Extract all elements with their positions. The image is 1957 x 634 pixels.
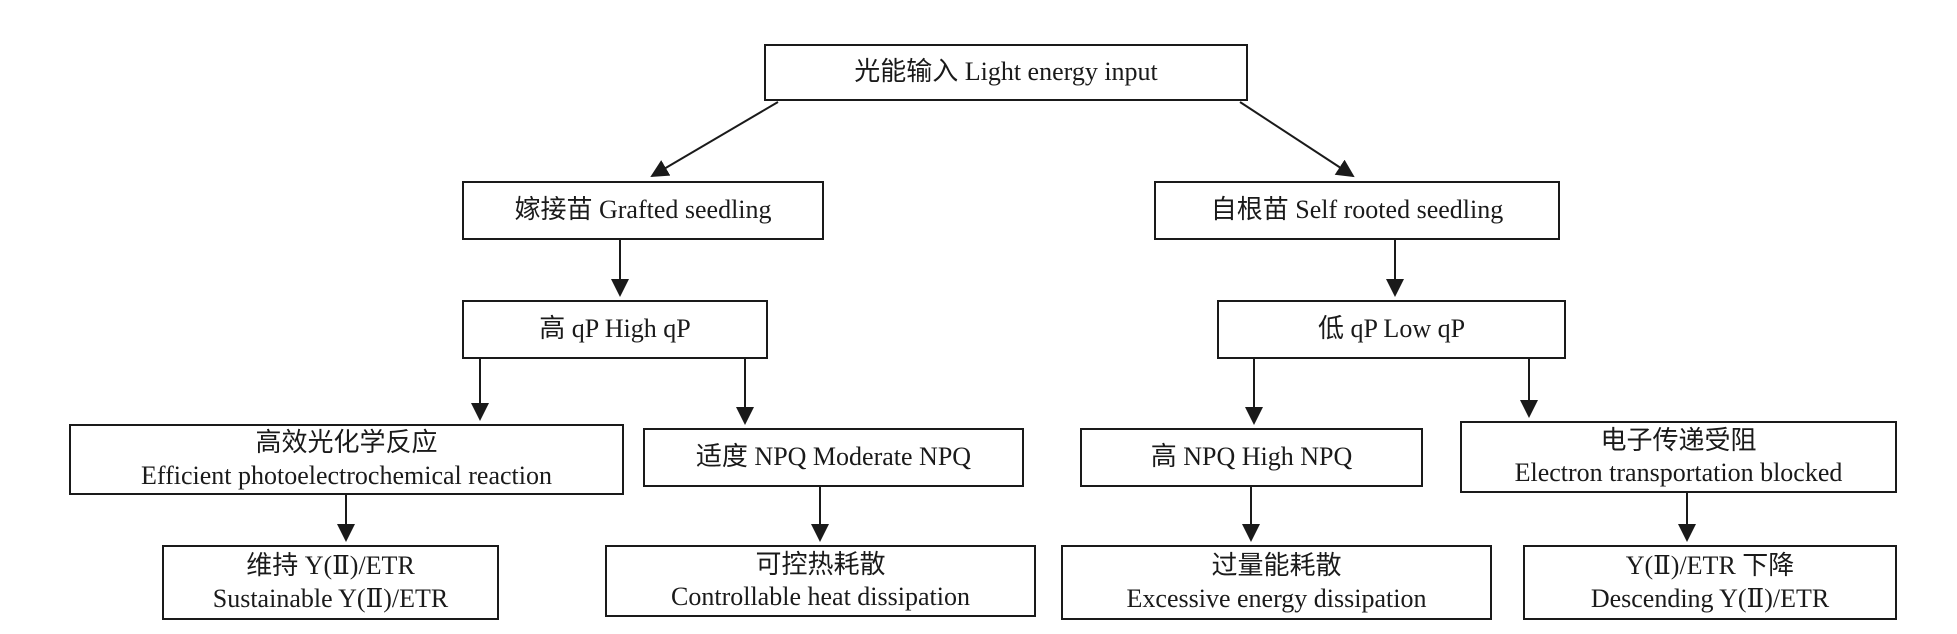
node-label-en: Electron transportation blocked [1514, 458, 1843, 487]
node-controllable-heat-dissipation: 可控热耗散 Controllable heat dissipation [605, 545, 1036, 617]
node-label-zh: 维持 Y(Ⅱ)/ETR [246, 551, 415, 580]
arrow-root-to-self-rooted [1239, 101, 1355, 178]
node-descending-yii-etr: Y(Ⅱ)/ETR 下降 Descending Y(Ⅱ)/ETR [1523, 545, 1897, 620]
node-label: 低 qP Low qP [1317, 314, 1466, 344]
node-low-qp: 低 qP Low qP [1217, 300, 1566, 359]
node-label-zh: 过量能耗散 [1211, 551, 1342, 580]
node-high-npq: 高 NPQ High NPQ [1080, 428, 1423, 487]
node-light-energy-input: 光能输入 Light energy input [764, 44, 1248, 101]
node-self-rooted-seedling: 自根苗 Self rooted seedling [1154, 181, 1560, 240]
node-label: 高 NPQ High NPQ [1150, 442, 1353, 472]
arrow-root-to-grafted [650, 101, 779, 178]
node-sustainable-yii-etr: 维持 Y(Ⅱ)/ETR Sustainable Y(Ⅱ)/ETR [162, 545, 499, 620]
node-label-en: Excessive energy dissipation [1126, 583, 1427, 613]
node-label: 适度 NPQ Moderate NPQ [695, 442, 972, 472]
node-electron-transportation-blocked: 电子传递受阻 Electron transportation blocked [1460, 421, 1897, 493]
node-moderate-npq: 适度 NPQ Moderate NPQ [643, 428, 1024, 487]
node-excessive-energy-dissipation: 过量能耗散 Excessive energy dissipation [1061, 545, 1492, 620]
node-label-zh: 可控热耗散 [755, 549, 886, 579]
node-label-en: Descending Y(Ⅱ)/ETR [1590, 583, 1830, 613]
node-grafted-seedling: 嫁接苗 Grafted seedling [462, 181, 824, 240]
node-label-zh: 高效光化学反应 [255, 428, 438, 457]
node-label-zh: 电子传递受阻 [1600, 425, 1757, 455]
node-label: 自根苗 Self rooted seedling [1210, 195, 1504, 225]
node-high-qp: 高 qP High qP [462, 300, 768, 359]
node-label: 光能输入 Light energy input [854, 57, 1158, 87]
node-label-en: Controllable heat dissipation [671, 582, 970, 611]
node-efficient-photoelectrochemical-reaction: 高效光化学反应 Efficient photoelectrochemical r… [69, 424, 624, 495]
node-label: 高 qP High qP [539, 314, 691, 344]
node-label-zh: Y(Ⅱ)/ETR 下降 [1625, 551, 1795, 580]
node-label-en: Efficient photoelectrochemical reaction [141, 460, 552, 490]
node-label: 嫁接苗 Grafted seedling [514, 195, 772, 225]
node-label-en: Sustainable Y(Ⅱ)/ETR [212, 583, 449, 613]
